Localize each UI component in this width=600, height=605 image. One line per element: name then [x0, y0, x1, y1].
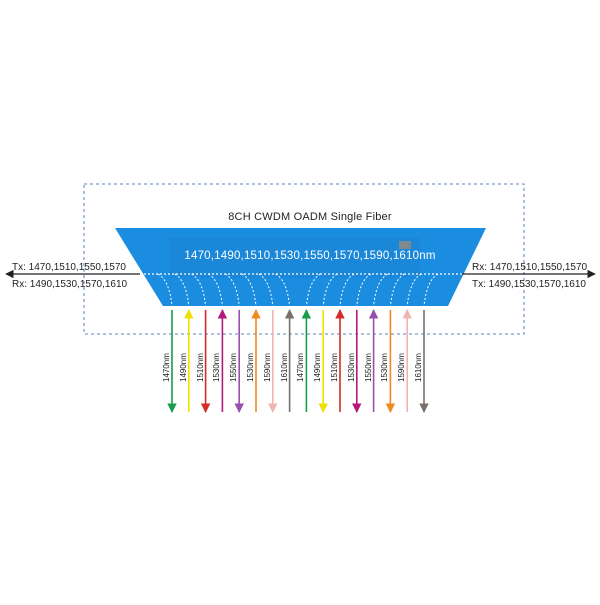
channel-label: 1590nm: [262, 353, 272, 382]
channel-drop-curve: [322, 273, 338, 307]
channel-label: 1550nm: [363, 353, 373, 382]
channel-label: 1530nm: [346, 353, 356, 382]
channel-drop-curve: [275, 273, 291, 307]
channel-label: 1490nm: [313, 353, 323, 382]
channel-drop-curve: [339, 273, 355, 307]
channel-drop-curve: [157, 273, 173, 307]
left-rx-label: Rx: 1490,1530,1570,1610: [12, 279, 128, 290]
channel-label: 1470nm: [162, 353, 171, 382]
channel-label: 1530nm: [246, 353, 255, 382]
channel-drop-curve: [208, 273, 223, 307]
channel-label: 1530nm: [380, 353, 390, 382]
channel-label: 1590nm: [397, 353, 407, 382]
channel-drop-curve: [373, 273, 388, 307]
channel-drop-curve: [423, 273, 439, 307]
channel-drop-curve: [305, 273, 321, 307]
module-watermark: [170, 238, 420, 278]
channel-label: 1490nm: [178, 353, 188, 382]
diagram-title: 8CH CWDM OADM Single Fiber: [228, 211, 392, 223]
channel-drop-curve: [174, 273, 190, 307]
channel-label: 1510nm: [195, 353, 205, 382]
right-rx-label: Rx: 1470,1510,1550,1570: [472, 262, 588, 273]
channel-label: 1610nm: [414, 353, 423, 382]
channel-drop-curve: [224, 273, 240, 307]
left-tx-label: Tx: 1470,1510,1550,1570: [12, 262, 126, 273]
channel-label: 1470nm: [296, 353, 306, 382]
channel-drop-curve: [241, 273, 257, 307]
right-tx-label: Tx: 1490,1530,1570,1610: [472, 279, 586, 290]
channel-drop-curve: [389, 273, 405, 307]
channel-drop-curve: [406, 273, 422, 307]
channel-drop-curve: [356, 273, 372, 307]
channel-label: 1510nm: [330, 353, 339, 382]
oadm-module: [115, 228, 486, 306]
wavelength-band-label: 1470,1490,1510,1530,1550,1570,1590,1610n…: [184, 250, 436, 262]
channel-label: 1610nm: [279, 353, 289, 382]
channel-label: 1530nm: [212, 353, 222, 382]
module-indicator: [399, 241, 411, 249]
channel-label: 1550nm: [229, 353, 239, 382]
dashed-enclosure: [83, 183, 525, 335]
channel-drop-curve: [258, 273, 274, 307]
channel-drop-curve: [191, 273, 207, 307]
